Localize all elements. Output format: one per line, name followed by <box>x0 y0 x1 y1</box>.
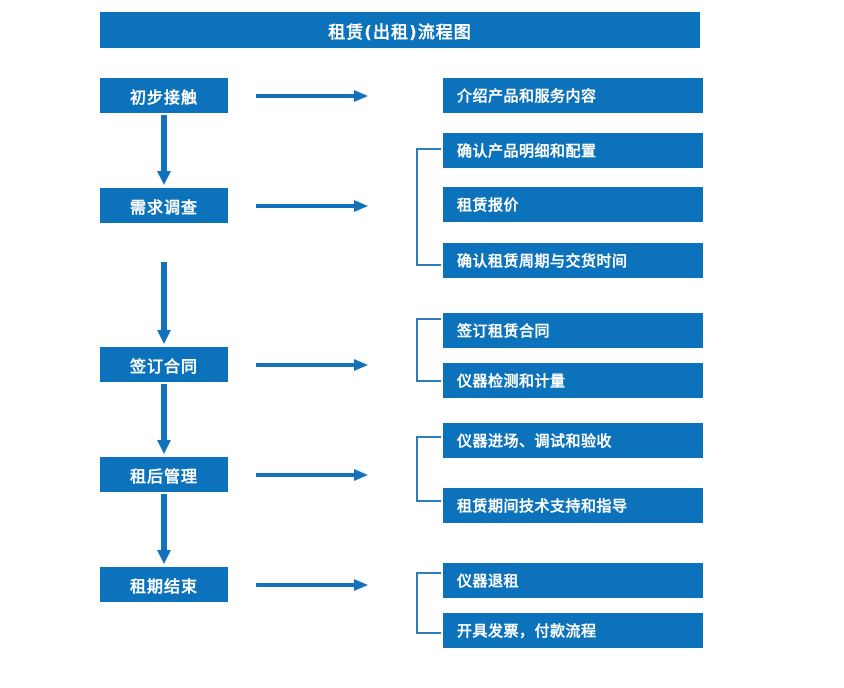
detail-box-confirm-rental-period[interactable]: 确认租赁周期与交货时间 <box>443 243 703 278</box>
bracket-sign-contract-group-icon <box>415 318 441 382</box>
arrow-stage-5-to-details-icon <box>256 577 368 593</box>
detail-box-rental-quotation[interactable]: 租赁报价 <box>443 187 703 222</box>
detail-box-instrument-delivery-commissioning[interactable]: 仪器进场、调试和验收 <box>443 423 703 458</box>
page-title: 租赁(出租)流程图 <box>100 12 700 48</box>
arrow-post-rental-to-lease-end-icon <box>157 494 171 564</box>
arrow-needs-survey-to-sign-contract-icon <box>157 262 171 344</box>
arrow-stage-1-to-details-icon <box>256 88 368 104</box>
detail-box-invoice-payment[interactable]: 开具发票，付款流程 <box>443 613 703 648</box>
arrow-initial-contact-to-needs-survey-icon <box>157 115 171 185</box>
detail-box-technical-support[interactable]: 租赁期间技术支持和指导 <box>443 488 703 523</box>
stage-box-post-rental-management[interactable]: 租后管理 <box>100 457 228 492</box>
stage-box-lease-end[interactable]: 租期结束 <box>100 567 228 602</box>
arrow-sign-contract-to-post-rental-icon <box>157 384 171 454</box>
detail-box-instrument-return[interactable]: 仪器退租 <box>443 563 703 598</box>
stage-box-initial-contact[interactable]: 初步接触 <box>100 78 228 113</box>
bracket-lease-end-group-icon <box>415 572 441 634</box>
detail-box-introduce-products[interactable]: 介绍产品和服务内容 <box>443 78 703 113</box>
bracket-needs-survey-group-icon <box>415 148 441 266</box>
detail-box-instrument-inspection[interactable]: 仪器检测和计量 <box>443 363 703 398</box>
arrow-stage-4-to-details-icon <box>256 467 368 483</box>
arrow-stage-2-to-details-icon <box>256 198 368 214</box>
arrow-stage-3-to-details-icon <box>256 357 368 373</box>
detail-box-confirm-product-details[interactable]: 确认产品明细和配置 <box>443 133 703 168</box>
detail-box-sign-rental-contract[interactable]: 签订租赁合同 <box>443 313 703 348</box>
bracket-post-rental-group-icon <box>415 436 441 502</box>
stage-box-sign-contract[interactable]: 签订合同 <box>100 347 228 382</box>
stage-box-needs-survey[interactable]: 需求调查 <box>100 188 228 223</box>
